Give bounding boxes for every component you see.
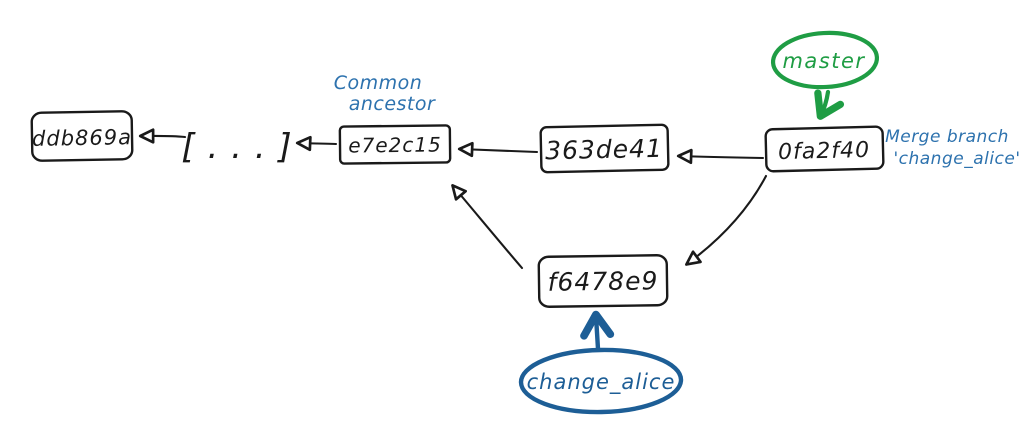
branch-label: change_alice [527,370,676,395]
commit-hash: e7e2c15 [348,133,442,158]
note-line: ancestor [349,93,436,115]
commit-node-ddb869a: ddb869a [30,110,134,162]
commit-hash: 0fa2f40 [778,138,871,165]
edge-0fa2f40-to-f6478e9 [685,174,768,266]
ellipsis-node: [ . . . ] [181,127,292,167]
commit-hash: ddb869a [32,125,132,151]
branch-label: master [782,49,865,73]
edge-ellipsis-to-ddb869a [138,128,187,144]
commit-box [764,125,885,173]
branch-master: master [770,30,880,120]
edge-f6478e9-to-e7e2c15 [451,184,524,270]
branch-change-alice: change_alice [518,310,684,415]
edges [138,128,768,270]
note-line: Merge branch [885,127,1009,147]
master-pointer-arrow [814,89,845,120]
commit-node-e7e2c15: e7e2c15 [338,124,452,165]
commit-hash: 363de41 [545,134,663,165]
commit-box [30,110,134,162]
commit-hash: f6478e9 [547,266,658,297]
edge-363de41-to-e7e2c15 [457,141,539,158]
commit-node-363de41: 363de41 [539,123,670,174]
note-merge-branch: Merge branch 'change_alice' [885,127,1020,169]
edge-0fa2f40-to-363de41 [676,148,765,165]
note-common-ancestor: Common ancestor [334,72,436,115]
commit-box [539,123,670,174]
note-line: 'change_alice' [893,149,1020,169]
edge-e7e2c15-to-ellipsis [295,135,338,152]
branch-ellipse [518,347,684,415]
branch-ellipse [770,30,880,90]
commit-box [537,254,669,308]
ellipsis-label: [ . . . ] [181,127,292,167]
commit-box [338,124,452,165]
note-line: Common [334,72,423,94]
commit-node-f6478e9: f6478e9 [537,254,669,308]
change-alice-pointer-arrow [580,310,615,352]
commit-node-0fa2f40: 0fa2f40 [764,125,885,173]
